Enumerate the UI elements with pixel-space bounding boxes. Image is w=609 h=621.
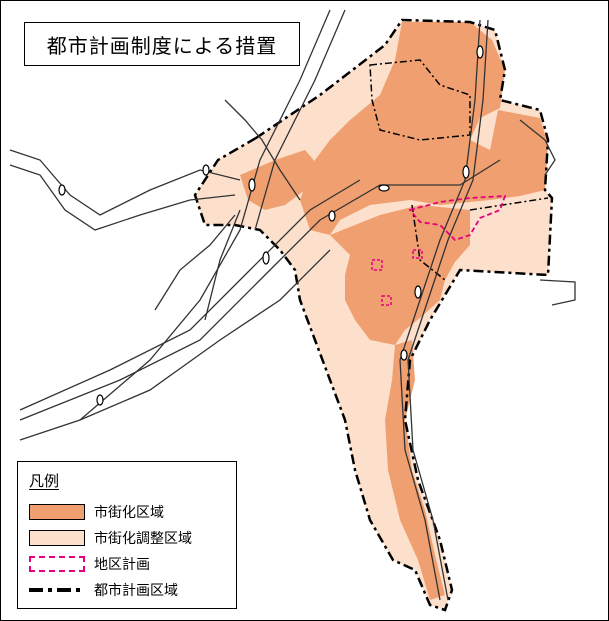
legend-label: 地区計画	[94, 557, 150, 573]
rail-line	[19, 179, 361, 411]
station-marker	[476, 45, 484, 59]
rail-line	[9, 164, 236, 231]
rail-line	[407, 19, 489, 601]
rail-line	[254, 9, 346, 231]
legend-item-city-planning-area: 都市計画区域	[29, 580, 178, 600]
station-marker	[328, 210, 336, 222]
station-marker	[400, 349, 408, 361]
map-title: 都市計画制度による措置	[24, 22, 300, 66]
legend-item-urbanization-control-area: 市街化調整区域	[29, 528, 192, 548]
city-planning-boundary	[193, 18, 554, 612]
district-plan-area	[381, 295, 392, 306]
urbanization-area-west	[240, 150, 318, 210]
rail-line	[204, 209, 241, 321]
station-marker	[378, 184, 390, 192]
station-marker	[414, 285, 422, 299]
legend-label: 市街化調整区域	[94, 531, 192, 547]
legend-item-urbanization-area: 市街化区域	[29, 502, 164, 522]
station-marker	[96, 394, 104, 406]
legend-heading: 凡例	[29, 472, 60, 490]
legend-label: 市街化区域	[94, 505, 164, 521]
urbanization-area-south-strip	[385, 340, 445, 600]
station-marker	[262, 251, 270, 265]
map-legend: 凡例 市街化区域 市街化調整区域 地区計画 都市計画区域	[17, 461, 237, 609]
station-marker	[202, 164, 210, 176]
rail-line	[9, 149, 241, 216]
district-plan-area	[408, 195, 507, 242]
legend-swatch-district-plan	[29, 556, 85, 572]
station-marker	[462, 165, 470, 179]
legend-item-district-plan: 地区計画	[29, 554, 150, 574]
district-plan-area	[371, 259, 383, 271]
legend-label: 都市計画区域	[94, 583, 178, 599]
station-marker	[58, 184, 66, 196]
legend-swatch-urbanization-area	[29, 504, 85, 520]
urbanization-area-north	[300, 22, 548, 235]
rail-line	[224, 99, 301, 201]
rail-line	[399, 19, 481, 601]
rail-line	[79, 9, 331, 421]
district-plan-area	[412, 249, 423, 259]
legend-swatch-city-planning-area	[29, 588, 85, 592]
rail-line	[519, 119, 556, 176]
urbanization-area-central	[330, 205, 470, 345]
legend-swatch-urbanization-control-area	[29, 530, 85, 546]
rail-line	[154, 214, 236, 311]
station-marker	[248, 178, 256, 192]
rail-line	[19, 249, 331, 441]
rail-line	[19, 159, 501, 421]
rail-line	[539, 279, 576, 306]
